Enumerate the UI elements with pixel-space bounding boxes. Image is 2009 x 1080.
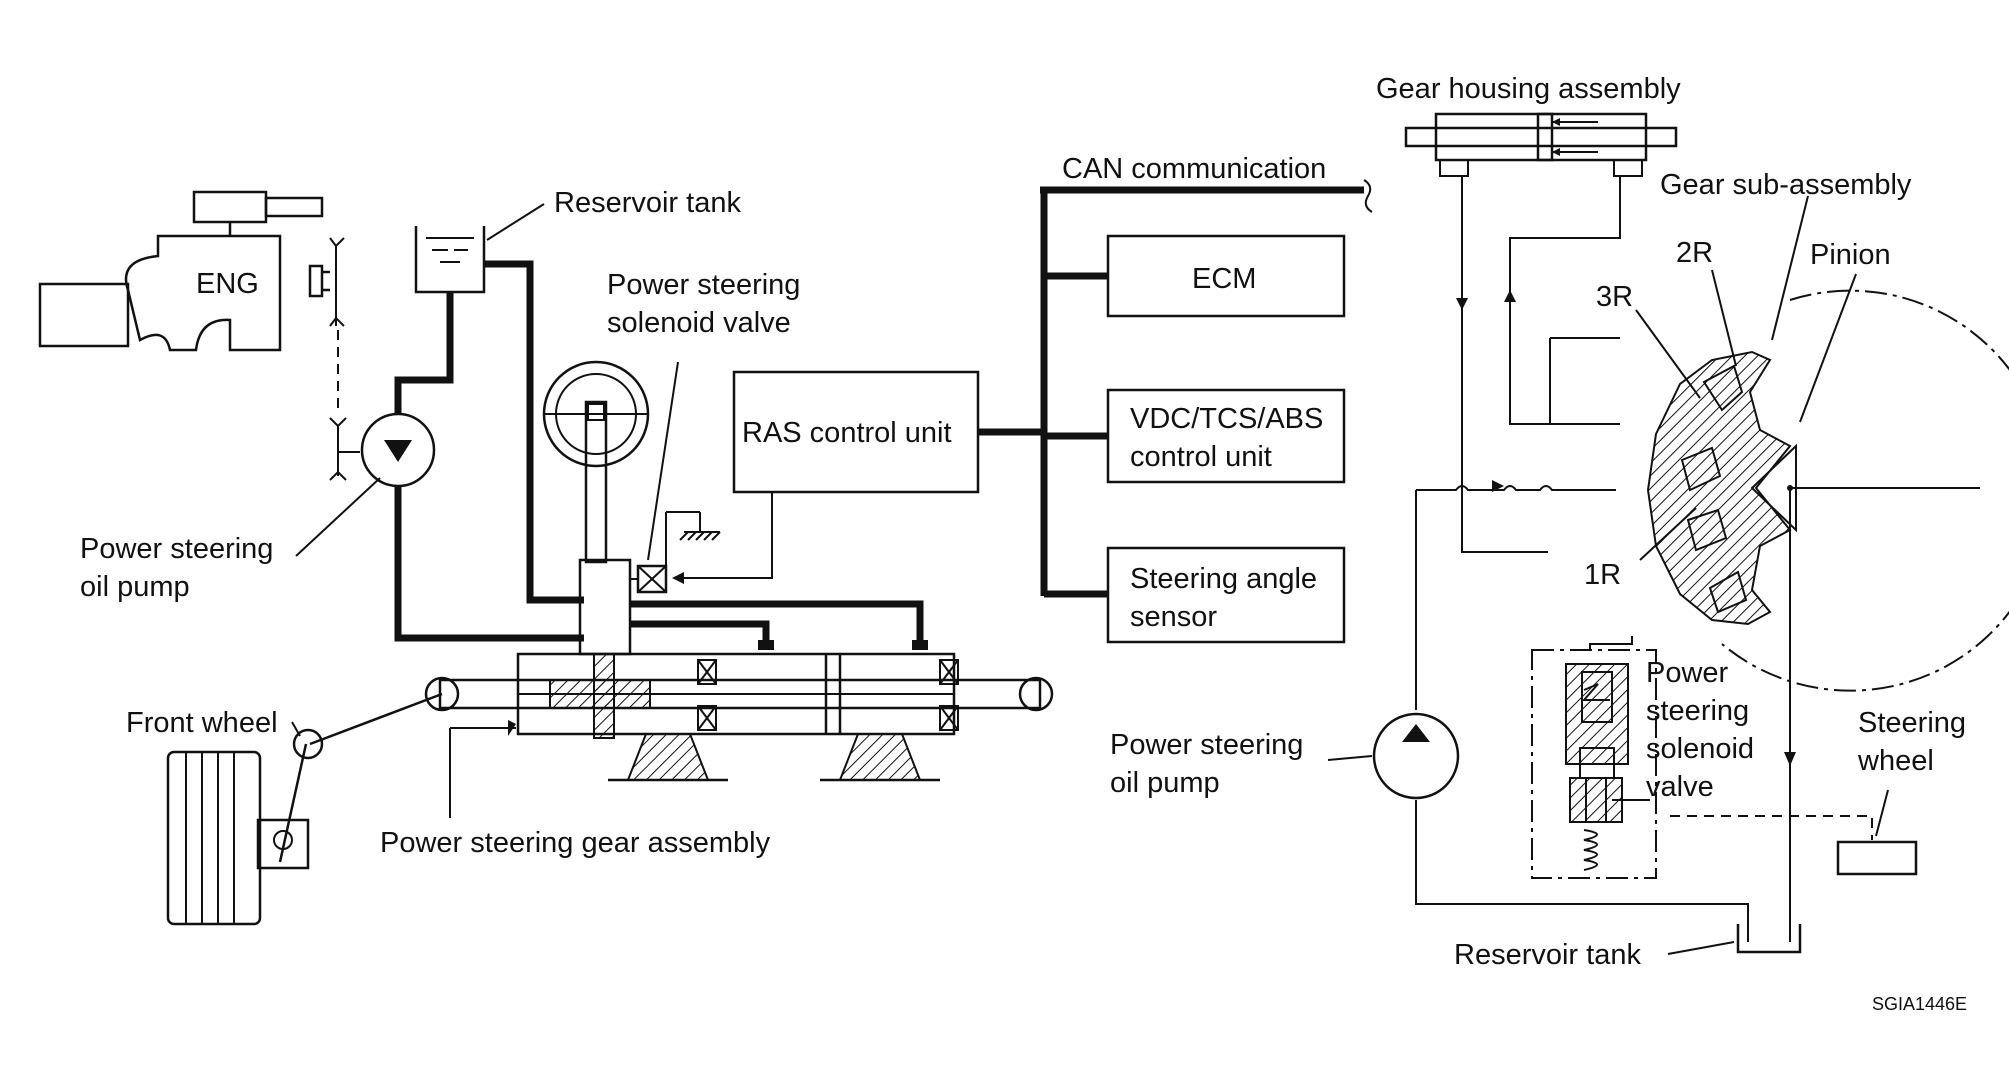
label-2r: 2R xyxy=(1676,237,1713,269)
solenoid-valve-right xyxy=(1531,649,1657,879)
front-wheel xyxy=(166,692,443,926)
ras-to-solenoid-signal xyxy=(682,492,773,579)
ps-solenoid-valve-left-label-2: solenoid valve xyxy=(607,307,791,339)
oil-pump-left xyxy=(360,412,436,488)
supply-line xyxy=(1416,485,1616,491)
gear-sub-assembly xyxy=(1646,350,1792,626)
line-valve-to-cyl-right xyxy=(630,600,924,648)
ps-solenoid-valve-right-label-1: Power xyxy=(1646,657,1729,689)
reservoir-tank-left-label: Reservoir tank xyxy=(554,187,741,219)
gear-housing-assembly xyxy=(1404,112,1678,177)
control-valve-body xyxy=(578,558,632,656)
vdc-label-2: control unit xyxy=(1130,441,1272,473)
label-3r: 3R xyxy=(1596,281,1633,313)
reservoir-tank-left xyxy=(414,226,486,294)
line-tank-to-pump xyxy=(394,292,454,414)
steering-wheel-right-label-1: Steering xyxy=(1858,707,1966,739)
engine: ENG xyxy=(38,190,345,352)
vdc-label-1: VDC/TCS/ABS xyxy=(1130,403,1323,435)
ecm-label: ECM xyxy=(1192,263,1256,295)
ps-oil-pump-left-label-1: Power steering xyxy=(80,533,273,565)
line-return-to-tank xyxy=(484,260,584,604)
ras-control-unit-label: RAS control unit xyxy=(742,417,952,449)
steering-wheel-right xyxy=(1836,840,1918,876)
ecm-box xyxy=(1106,234,1346,318)
ras-control-unit xyxy=(732,370,980,494)
leader-reservoir-left xyxy=(486,203,545,241)
ps-oil-pump-left-label-2: oil pump xyxy=(80,571,190,603)
front-wheel-label: Front wheel xyxy=(126,707,278,739)
leader-reservoir-right xyxy=(1667,941,1735,955)
ps-solenoid-valve-right-label-4: valve xyxy=(1646,771,1714,803)
steering-wheel-left xyxy=(542,360,650,564)
oil-pump-right xyxy=(1372,712,1460,800)
leader-front-wheel xyxy=(291,721,301,737)
steering-angle-label-1: Steering angle xyxy=(1130,563,1317,595)
ps-solenoid-valve-left-label-1: Power steering xyxy=(607,269,800,301)
pinion xyxy=(1721,289,2009,692)
steering-angle-sensor-box xyxy=(1106,546,1346,644)
eng-label: ENG xyxy=(196,268,259,300)
ps-solenoid-valve-right-label-3: solenoid xyxy=(1646,733,1754,765)
circuit-line-1 xyxy=(1461,176,1548,553)
ps-oil-pump-right-label-1: Power steering xyxy=(1110,729,1303,761)
leader-solenoid-left xyxy=(647,361,679,561)
steering-angle-label-2: sensor xyxy=(1130,601,1217,633)
ps-gear-assembly-label: Power steering gear assembly xyxy=(380,827,771,859)
steering-wheel-link xyxy=(1670,815,1873,840)
leader-pump-left xyxy=(295,477,381,557)
steering-wheel-right-label-2: wheel xyxy=(1857,745,1934,777)
line-valve-to-cyl-left xyxy=(630,620,770,648)
reservoir-tank-right-label: Reservoir tank xyxy=(1454,939,1641,971)
ps-solenoid-valve-right-label-2: steering xyxy=(1646,695,1749,727)
vdc-tcs-abs-box xyxy=(1106,388,1346,484)
gear-sub-assembly-label: Gear sub-assembly xyxy=(1660,169,1912,201)
ps-oil-pump-right-label-2: oil pump xyxy=(1110,767,1220,799)
pinion-label: Pinion xyxy=(1810,239,1891,271)
reservoir-tank-right xyxy=(1736,924,1802,954)
solenoid-valve-left xyxy=(630,511,721,594)
figure-code-label: SGIA1446E xyxy=(1872,994,1967,1014)
line-pump-to-valve xyxy=(394,486,584,642)
can-communication-label: CAN communication xyxy=(1062,153,1326,185)
gear-assembly-left xyxy=(424,652,1054,782)
leader-pump-right xyxy=(1327,755,1373,761)
gear-housing-assembly-label: Gear housing assembly xyxy=(1376,73,1681,105)
label-1r: 1R xyxy=(1584,559,1621,591)
